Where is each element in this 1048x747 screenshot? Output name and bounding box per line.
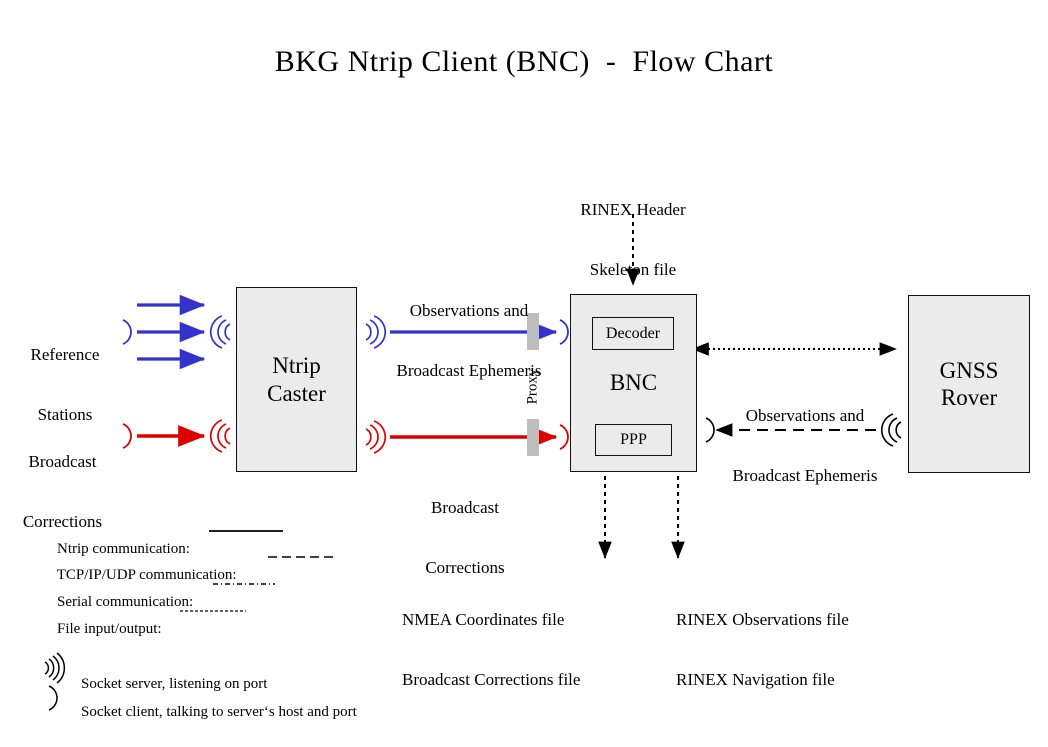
label-reference-stations: Reference Stations: [10, 305, 120, 465]
legend-item-tcp-communication-label: TCP/IP/UDP communication:: [56, 566, 237, 583]
label-rinex-header-skeleton-line1: RINEX Header: [580, 200, 686, 220]
socket-server-icon: [881, 413, 902, 447]
label-rinex-header-skeleton-line2: Skeleton file: [589, 260, 677, 280]
legend-socket-server-label: Socket server, listening on port: [81, 675, 268, 692]
node-bnc-label: BNC: [609, 370, 658, 396]
socket-client-icon: [48, 685, 58, 711]
label-reference-stations-line1: Reference: [30, 345, 100, 365]
node-ppp-label: PPP: [620, 431, 647, 448]
reference-stations-to-caster-arrows: [137, 294, 206, 370]
legend-item-serial-communication: Serial communication:: [42, 576, 193, 629]
label-broadcast-corrections-source-line1: Broadcast: [28, 452, 97, 472]
label-caster-to-bnc-observations-line2: Broadcast Ephemeris: [396, 361, 542, 381]
label-caster-to-bnc-observations: Observations and Broadcast Ephemeris: [369, 261, 569, 421]
label-output-files-right-line1: RINEX Observations file: [676, 610, 849, 630]
socket-client-icon: [705, 417, 715, 443]
label-caster-to-bnc-observations-line1: Observations and: [409, 301, 529, 321]
node-ntrip-caster-label-line1: Ntrip: [272, 353, 321, 379]
label-reference-stations-line2: Stations: [37, 405, 93, 425]
node-decoder-label: Decoder: [605, 324, 661, 342]
node-gnss-rover-label-line1: GNSS: [939, 357, 999, 383]
label-broadcast-corrections-source-line2: Corrections: [22, 512, 103, 532]
socket-client-icon: [559, 319, 569, 345]
label-broadcast-corrections-source: Broadcast Corrections: [5, 412, 120, 572]
label-caster-to-bnc-corrections: Broadcast Corrections: [395, 458, 535, 618]
label-output-files-left: NMEA Coordinates file Broadcast Correcti…: [402, 570, 652, 730]
socket-client-icon: [559, 424, 569, 450]
socket-server-icon: [44, 652, 66, 684]
node-ntrip-caster[interactable]: Ntrip Caster: [236, 287, 357, 472]
legend-item-tcp-communication: TCP/IP/UDP communication:: [42, 549, 237, 602]
socket-server-icon: [209, 419, 231, 453]
legend-item-file-io-label: File input/output:: [57, 620, 162, 637]
label-output-files-right: RINEX Observations file RINEX Navigation…: [676, 570, 926, 730]
socket-client-icon: [122, 423, 132, 449]
label-bnc-to-rover-line1: Observations and: [745, 406, 865, 426]
bnc-to-output-files-arrows: [598, 476, 685, 559]
socket-client-icon: [122, 319, 132, 345]
socket-server-icon: [365, 315, 387, 349]
node-gnss-rover-label-line2: Rover: [940, 385, 998, 410]
label-output-files-left-line2: Broadcast Corrections file: [402, 670, 581, 690]
label-rinex-header-skeleton: RINEX Header Skeleton file: [543, 160, 723, 320]
legend-item-ntrip-communication-label: Ntrip communication:: [57, 540, 190, 557]
node-decoder[interactable]: Decoder: [592, 317, 674, 350]
label-caster-to-bnc-corrections-line2: Corrections: [425, 558, 505, 578]
socket-server-icon: [365, 420, 387, 454]
label-bnc-to-rover-line2: Broadcast Ephemeris: [732, 466, 878, 486]
node-ppp[interactable]: PPP: [595, 424, 672, 456]
page-title: BKG Ntrip Client (BNC) - Flow Chart: [274, 45, 774, 78]
proxy-bar-top: [527, 313, 539, 350]
label-bnc-to-rover: Observations and Broadcast Ephemeris: [707, 366, 903, 526]
legend-socket-client: Socket client, talking to server‘s host …: [66, 686, 357, 739]
label-output-files-right-line2: RINEX Navigation file: [676, 670, 835, 690]
node-gnss-rover[interactable]: GNSS Rover: [908, 295, 1030, 473]
proxy-bar-bottom: [527, 419, 539, 456]
legend-item-ntrip-communication: Ntrip communication:: [42, 523, 190, 576]
socket-server-icon: [209, 315, 231, 349]
node-ntrip-caster-label-line2: Caster: [267, 380, 326, 406]
legend-socket-server: Socket server, listening on port: [66, 658, 267, 711]
legend-item-serial-communication-label: Serial communication:: [57, 593, 194, 610]
legend-item-file-io: File input/output:: [42, 603, 162, 656]
label-output-files-left-line1: NMEA Coordinates file: [402, 610, 565, 630]
label-caster-to-bnc-corrections-line1: Broadcast: [431, 498, 499, 518]
legend-socket-client-label: Socket client, talking to server‘s host …: [81, 703, 357, 720]
